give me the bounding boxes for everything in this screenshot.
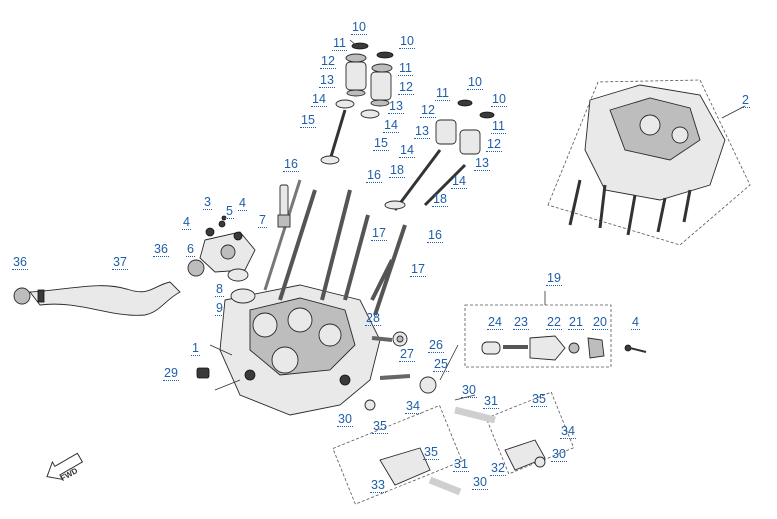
callout-13: 13 [414, 124, 430, 139]
callout-28: 28 [365, 311, 381, 326]
callout-36: 36 [153, 242, 169, 257]
callout-4: 4 [631, 315, 640, 330]
callout-11: 11 [398, 61, 413, 76]
callout-6: 6 [186, 242, 195, 257]
callout-32: 32 [490, 461, 506, 476]
forward-direction-arrow [46, 452, 84, 480]
callout-15: 15 [300, 113, 316, 128]
callout-14: 14 [383, 118, 399, 133]
callout-30: 30 [337, 412, 353, 427]
callout-14: 14 [311, 92, 327, 107]
callout-12: 12 [420, 103, 436, 118]
callout-12: 12 [398, 80, 414, 95]
callout-18: 18 [432, 192, 448, 207]
callout-13: 13 [474, 156, 490, 171]
callout-31: 31 [453, 457, 469, 472]
callout-14: 14 [399, 143, 415, 158]
callout-11: 11 [491, 119, 506, 134]
callout-8: 8 [215, 282, 224, 297]
callout-24: 24 [487, 315, 503, 330]
tensioner-group-frame [464, 304, 612, 368]
callout-34: 34 [560, 424, 576, 439]
callout-12: 12 [320, 54, 336, 69]
callout-34: 34 [405, 399, 421, 414]
callout-10: 10 [467, 75, 483, 90]
valve-stack-left [320, 42, 369, 165]
callout-10: 10 [351, 20, 367, 35]
callout-27: 27 [399, 347, 415, 362]
callout-11: 11 [332, 36, 347, 51]
callout-25: 25 [433, 357, 449, 372]
callout-10: 10 [491, 92, 507, 107]
callout-26: 26 [428, 338, 444, 353]
callout-36: 36 [12, 255, 28, 270]
callout-35: 35 [423, 445, 439, 460]
callout-17: 17 [371, 226, 387, 241]
callout-33: 33 [370, 478, 386, 493]
coolant-hose [29, 281, 181, 316]
callout-10: 10 [399, 34, 415, 49]
callout-5: 5 [225, 204, 234, 219]
callout-31: 31 [483, 394, 499, 409]
callout-16: 16 [283, 157, 299, 172]
callout-16: 16 [366, 168, 382, 183]
valve-stack-center [360, 51, 394, 119]
callout-14: 14 [451, 174, 467, 189]
callout-7: 7 [258, 213, 267, 228]
callout-3: 3 [203, 195, 212, 210]
callout-20: 20 [592, 315, 608, 330]
callout-30: 30 [551, 447, 567, 462]
callout-29: 29 [163, 366, 179, 381]
callout-13: 13 [388, 99, 404, 114]
callout-35: 35 [531, 392, 547, 407]
head-bolts [263, 179, 407, 316]
callout-17: 17 [410, 262, 426, 277]
valve-stack-right-b [423, 111, 495, 207]
cylinder-head [219, 284, 381, 416]
callout-37: 37 [112, 255, 128, 270]
callout-1: 1 [191, 341, 200, 356]
callout-4: 4 [182, 215, 191, 230]
callout-4: 4 [238, 196, 247, 211]
callout-18: 18 [389, 163, 405, 178]
callout-19: 19 [546, 271, 562, 286]
callout-11: 11 [435, 86, 450, 101]
callout-30: 30 [461, 383, 477, 398]
callout-30: 30 [472, 475, 488, 490]
rocker-group-left-frame [332, 404, 463, 505]
callout-12: 12 [486, 137, 502, 152]
callout-13: 13 [319, 73, 335, 88]
tensioner-parts [481, 335, 647, 361]
callout-22: 22 [546, 315, 562, 330]
spark-plug [277, 184, 291, 228]
callout-35: 35 [372, 419, 388, 434]
callout-21: 21 [568, 315, 584, 330]
valve-stack-right-a [384, 99, 473, 211]
callout-23: 23 [513, 315, 529, 330]
callout-15: 15 [373, 136, 389, 151]
callout-2: 2 [741, 93, 750, 108]
callout-16: 16 [427, 228, 443, 243]
thermostat-housing [199, 231, 256, 304]
cylinder-head-assembly-inset [568, 84, 726, 236]
callout-9: 9 [215, 301, 224, 316]
